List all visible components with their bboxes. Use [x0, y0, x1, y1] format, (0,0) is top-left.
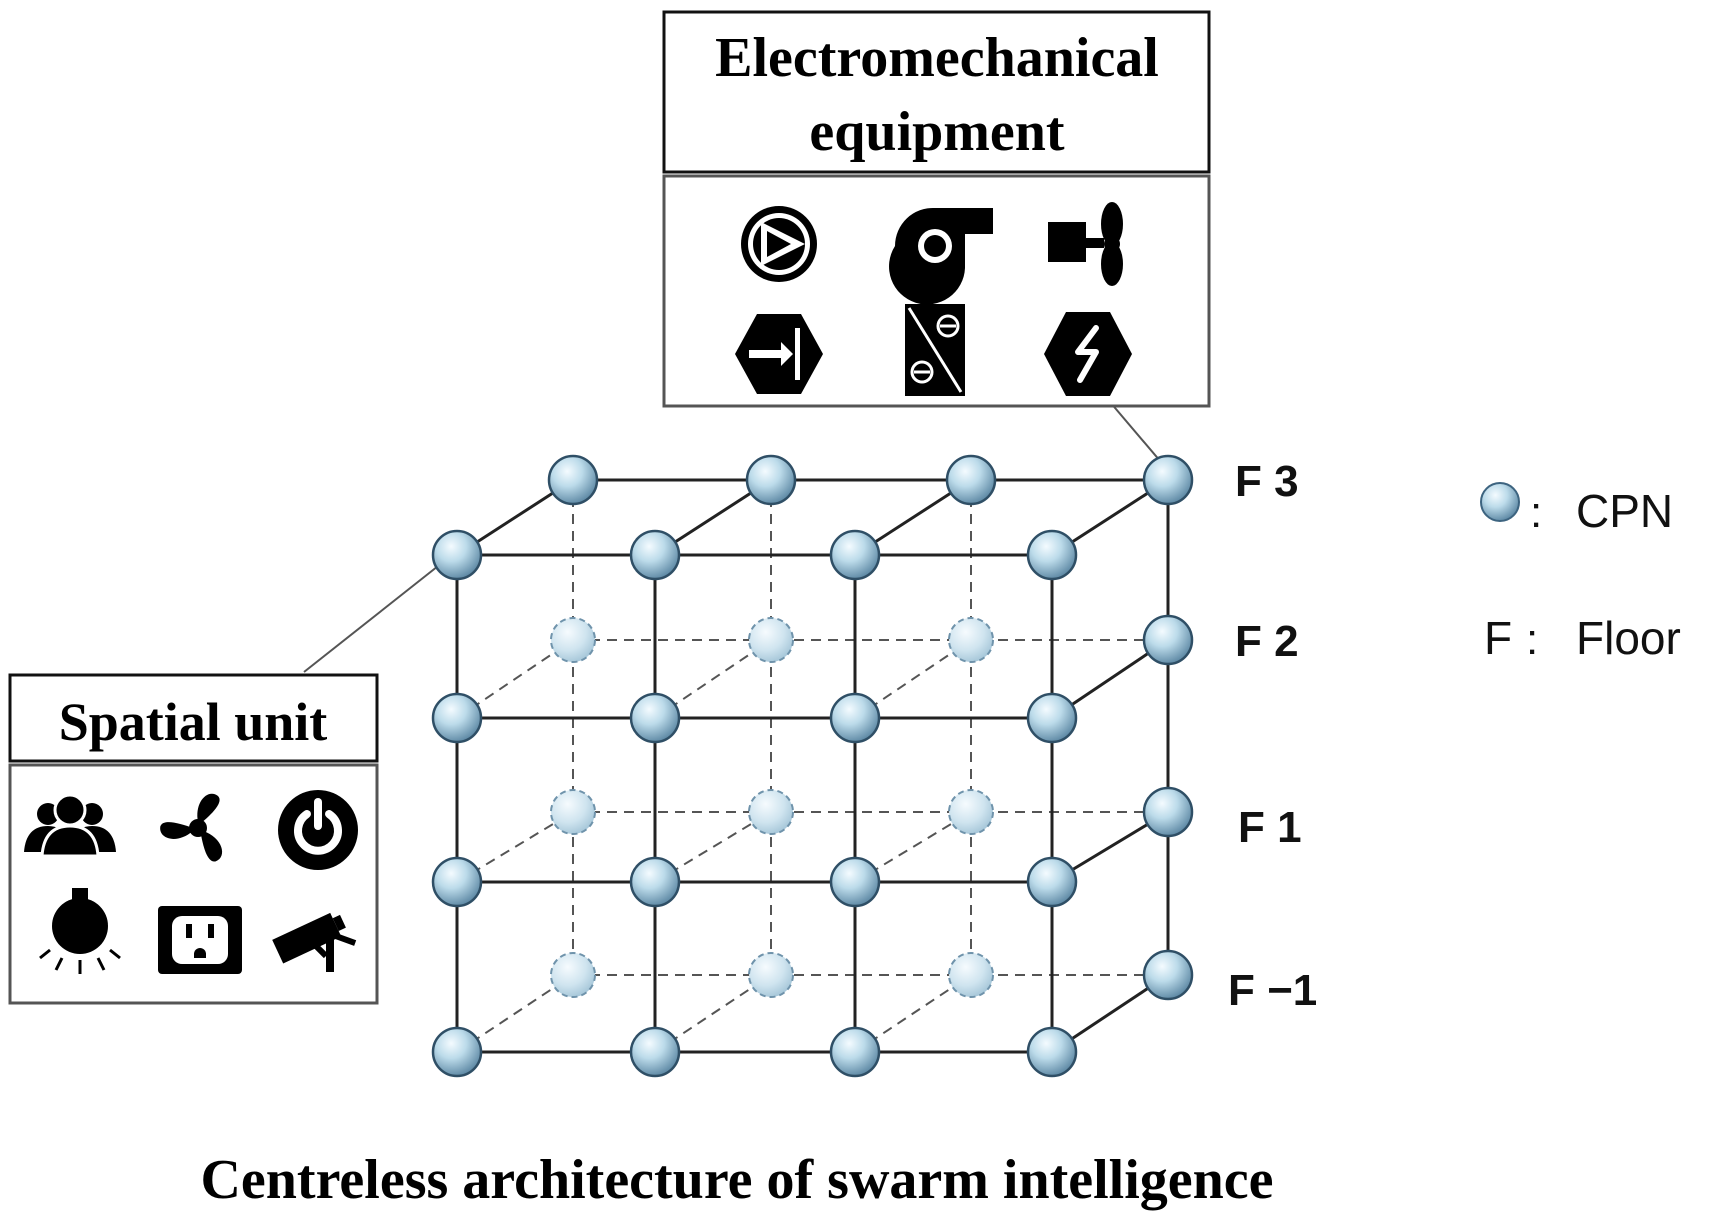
light-bulb-icon	[39, 888, 121, 974]
cpn-node-back-f-1-1	[748, 952, 794, 998]
cpn-node-back-f1-1	[748, 789, 794, 835]
legend-floor-label: Floor	[1576, 612, 1681, 664]
cpn-node-front-f2-3	[1026, 692, 1078, 744]
cpn-node-top-back-3	[1142, 454, 1194, 506]
fan-icon	[160, 793, 223, 862]
pump-icon	[741, 206, 817, 282]
legend-cpn-node	[1480, 482, 1520, 522]
cpn-node-top-back-0	[547, 454, 599, 506]
spatial-box: Spatial unit	[8, 673, 379, 1005]
equipment-title-box	[662, 10, 1211, 174]
front-cpn-nodes	[431, 454, 1194, 1078]
cpn-node-back-f-1-2	[948, 952, 994, 998]
frequency-converter-icon	[905, 304, 965, 396]
legend: : CPN F : Floor	[1480, 482, 1681, 664]
cpn-node-right-back-f2	[1142, 614, 1194, 666]
security-camera-icon	[272, 912, 357, 972]
spatial-title: Spatial unit	[59, 692, 328, 752]
cpn-node-back-f-1-0	[550, 952, 596, 998]
cpn-node-front-f2-2	[829, 692, 881, 744]
legend-floor-sep: :	[1526, 615, 1538, 664]
cpn-node-front-f2-1	[629, 692, 681, 744]
power-button-icon	[278, 790, 358, 870]
legend-floor-key: F	[1484, 612, 1512, 664]
equipment-box: Electromechanical equipment	[662, 10, 1211, 408]
cpn-node-front-f-1-3	[1026, 1026, 1078, 1078]
cpn-node-front-f3-1	[629, 529, 681, 581]
equipment-title-line2: equipment	[809, 101, 1064, 163]
cpn-node-front-f-1-1	[629, 1026, 681, 1078]
cpn-node-back-f2-0	[550, 617, 596, 663]
cpn-node-back-f2-1	[748, 617, 794, 663]
floor-label-f2: F 2	[1235, 617, 1299, 666]
spatial-connector-line	[303, 554, 453, 673]
power-outlet-icon	[158, 906, 242, 974]
legend-cpn-label: CPN	[1576, 485, 1673, 537]
cpn-node-front-f1-3	[1026, 856, 1078, 908]
cpn-node-front-f-1-2	[829, 1026, 881, 1078]
legend-cpn-sep: :	[1530, 488, 1542, 537]
people-group-icon	[24, 793, 116, 858]
caption: Centreless architecture of swarm intelli…	[200, 1149, 1273, 1211]
power-switch-icon	[1044, 312, 1132, 396]
cpn-node-top-back-2	[945, 454, 997, 506]
valve-icon	[735, 314, 823, 394]
cpn-node-back-f1-2	[948, 789, 994, 835]
cpn-node-front-f3-3	[1026, 529, 1078, 581]
cpn-node-front-f3-0	[431, 529, 483, 581]
cpn-node-front-f1-2	[829, 856, 881, 908]
floor-label-f-1: F −1	[1228, 966, 1317, 1015]
centrifugal-fan-icon	[889, 207, 993, 305]
equipment-title-line1: Electromechanical	[715, 27, 1159, 89]
cpn-node-right-back-f1	[1142, 786, 1194, 838]
cpn-node-front-f3-2	[829, 529, 881, 581]
cpn-node-top-back-1	[745, 454, 797, 506]
spatial-title-box	[8, 673, 379, 763]
cpn-node-front-f1-0	[431, 856, 483, 908]
cpn-node-back-f2-2	[948, 617, 994, 663]
cpn-node-front-f2-0	[431, 692, 483, 744]
floor-label-f3: F 3	[1235, 457, 1299, 506]
cpn-node-back-f1-0	[550, 789, 596, 835]
cpn-node-front-f1-1	[629, 856, 681, 908]
back-cpn-nodes	[550, 617, 994, 998]
cpn-node-right-back-f-1	[1142, 949, 1194, 1001]
floor-label-f1: F 1	[1238, 803, 1302, 852]
motor-propeller-icon	[1048, 202, 1123, 286]
cpn-node-front-f-1-0	[431, 1026, 483, 1078]
